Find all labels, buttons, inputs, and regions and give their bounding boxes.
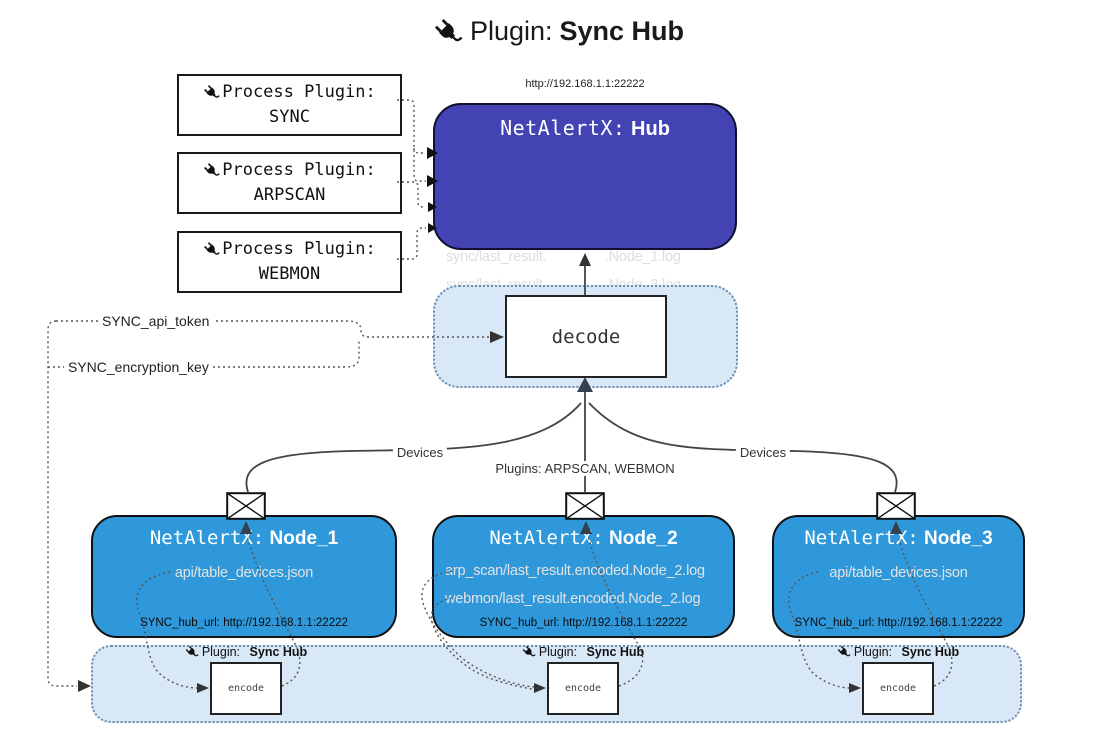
plug-icon	[522, 645, 536, 657]
encode-plugin-label: Plugin: Sync Hub	[185, 645, 307, 659]
decode-box: decode	[505, 295, 667, 378]
node-title: NetAlertX: Node_1	[149, 527, 339, 549]
process-plugin-sync-box: Process Plugin: SYNC	[177, 74, 402, 136]
envelope-icon	[226, 492, 266, 520]
encode-plugin-label: Plugin: Sync Hub	[837, 645, 959, 659]
plug-icon	[434, 18, 463, 41]
encode-plugin-label: Plugin: Sync Hub	[522, 645, 644, 659]
process-plugin-name: ARPSCAN	[253, 185, 326, 205]
process-plugin-webmon-box: Process Plugin: WEBMON	[177, 231, 402, 293]
encode-box: encode	[862, 662, 934, 715]
plugins-edge-label: Plugins: ARPSCAN, WEBMON	[491, 461, 679, 476]
node-hub-url: SYNC_hub_url: http://192.168.1.1:22222	[479, 617, 688, 629]
node-3-box: NetAlertX: Node_3 api/table_devices.json…	[772, 515, 1025, 638]
encode-box: encode	[210, 662, 282, 715]
sync-api-token-label: SYNC_api_token	[98, 313, 214, 329]
node-data-line: webmon/last_result.encoded.Node_2.log	[445, 591, 701, 607]
page-title: Plugin: Sync Hub	[0, 16, 1117, 47]
node-data-line: arp_scan/last_result.encoded.Node_2.log	[445, 563, 705, 579]
encode-box: encode	[547, 662, 619, 715]
node-hub-url: SYNC_hub_url: http://192.168.1.1:22222	[140, 617, 348, 629]
devices-edge-label-left: Devices	[392, 445, 448, 460]
process-plugin-label: Process Plugin:	[222, 238, 376, 259]
process-to-hub-connectors	[397, 99, 438, 260]
node-hub-url: SYNC_hub_url: http://192.168.1.1:22222	[794, 617, 1003, 629]
node-data-line: api/table_devices.json	[174, 565, 314, 581]
hub-box: NetAlertX: Hub sync/last_result.decoded.…	[433, 103, 737, 341]
plug-icon	[185, 645, 199, 657]
sync-encryption-key-label: SYNC_encryption_key	[64, 359, 213, 375]
process-plugin-arpscan-box: Process Plugin: ARPSCAN	[177, 152, 402, 214]
node-title: NetAlertX: Node_2	[489, 527, 678, 549]
title-prefix: Plugin:	[469, 16, 553, 46]
plug-icon	[204, 241, 220, 255]
hub-title: NetAlertX: Hub	[500, 116, 670, 140]
process-plugin-label: Process Plugin:	[222, 81, 376, 102]
node-title: NetAlertX: Node_3	[804, 527, 993, 549]
envelope-icon	[876, 492, 916, 520]
devices-edge-label-right: Devices	[735, 445, 791, 460]
plug-icon	[204, 84, 220, 98]
process-plugin-name: SYNC	[269, 107, 310, 127]
hub-log-line: sync/last_result.decoded.Node_1.log	[446, 249, 681, 265]
title-bold: Sync Hub	[559, 16, 685, 46]
process-plugin-label: Process Plugin:	[222, 159, 376, 180]
node-data-line: api/table_devices.json	[829, 565, 968, 581]
envelope-icon	[565, 492, 605, 520]
process-plugin-name: WEBMON	[258, 264, 321, 284]
hub-url-label: http://192.168.1.1:22222	[525, 78, 645, 90]
node-1-box: NetAlertX: Node_1 api/table_devices.json…	[91, 515, 397, 638]
plug-icon	[837, 645, 851, 657]
node-2-box: NetAlertX: Node_2 arp_scan/last_result.e…	[432, 515, 735, 638]
plug-icon	[204, 162, 220, 176]
